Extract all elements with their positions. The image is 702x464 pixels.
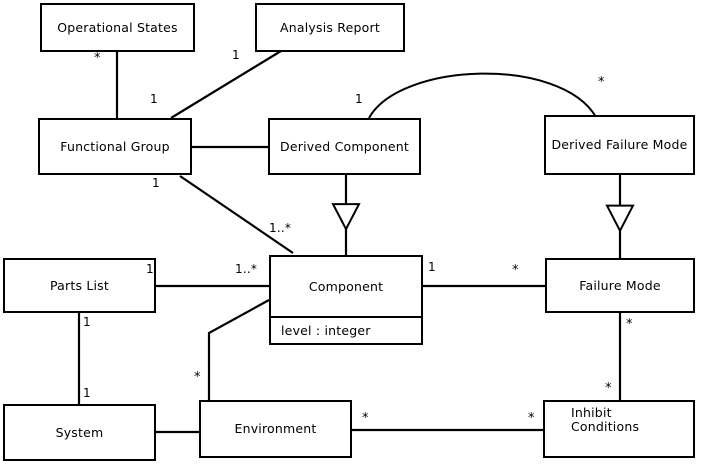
class-box-functional-group[interactable]: Functional Group: [38, 118, 192, 175]
class-box-analysis-report[interactable]: Analysis Report: [255, 3, 405, 52]
multiplicity-label-m-env-top: *: [194, 370, 201, 385]
association-line: [207, 299, 270, 400]
multiplicity-label-m-ic-left: *: [528, 411, 535, 426]
association-line: [368, 72, 597, 119]
multiplicity-label-m-fg-comp-upper: 1..*: [269, 221, 292, 235]
multiplicity-label-m-fm-bottom: *: [626, 317, 633, 332]
association-line: [170, 50, 282, 119]
class-box-derived-component[interactable]: Derived Component: [268, 118, 421, 175]
generalization-arrowhead: [331, 203, 361, 232]
multiplicity-label-m-env-right: *: [362, 411, 369, 426]
multiplicity-label-m-fg-top: 1: [150, 92, 158, 106]
class-box-inhibit-conditions[interactable]: Inhibit Conditions: [543, 400, 695, 458]
class-box-system[interactable]: System: [3, 404, 156, 461]
class-name-parts-list: Parts List: [49, 277, 109, 293]
class-name-operational-states: Operational States: [57, 19, 178, 35]
class-box-parts-list[interactable]: Parts List: [3, 258, 156, 313]
multiplicity-label-m-dfm-curve: *: [598, 75, 605, 90]
class-box-derived-failure-mode[interactable]: Derived Failure Mode: [544, 115, 695, 175]
multiplicity-label-m-fg-comp-lower: 1..*: [235, 262, 258, 276]
generalization-arrowhead: [605, 204, 635, 233]
multiplicity-label-m-parts-list-right: 1: [146, 262, 154, 276]
association-line: [179, 175, 294, 254]
multiplicity-label-m-op-states-fg: *: [94, 51, 101, 66]
class-name-analysis-report: Analysis Report: [280, 19, 380, 35]
multiplicity-label-m-parts-list-bottom: 1: [83, 315, 91, 329]
class-box-operational-states[interactable]: Operational States: [40, 3, 195, 52]
class-name-functional-group: Functional Group: [60, 138, 170, 154]
class-attribute-component: level : integer: [271, 316, 421, 343]
class-name-environment: Environment: [234, 421, 317, 436]
multiplicity-label-m-comp-right: 1: [428, 260, 436, 274]
class-name-derived-failure-mode: Derived Failure Mode: [551, 137, 688, 152]
multiplicity-label-m-fg-bottom: 1: [152, 176, 160, 190]
multiplicity-label-m-fm-left: *: [512, 263, 519, 278]
class-name-system: System: [55, 424, 104, 440]
multiplicity-label-m-ic-top: *: [605, 381, 612, 396]
class-box-environment[interactable]: Environment: [199, 400, 352, 458]
class-box-failure-mode[interactable]: Failure Mode: [545, 258, 695, 313]
multiplicity-label-m-dc-curve: 1: [355, 92, 363, 106]
class-name-derived-component: Derived Component: [280, 138, 409, 154]
class-name-failure-mode: Failure Mode: [579, 277, 661, 293]
class-name-component: Component: [308, 278, 384, 294]
class-name-inhibit-conditions: Inhibit Conditions: [571, 405, 640, 434]
multiplicity-label-m-ar-fg-top: 1: [232, 48, 240, 62]
multiplicity-label-m-system-top: 1: [83, 386, 91, 400]
class-box-component[interactable]: Component level : integer: [269, 255, 423, 345]
